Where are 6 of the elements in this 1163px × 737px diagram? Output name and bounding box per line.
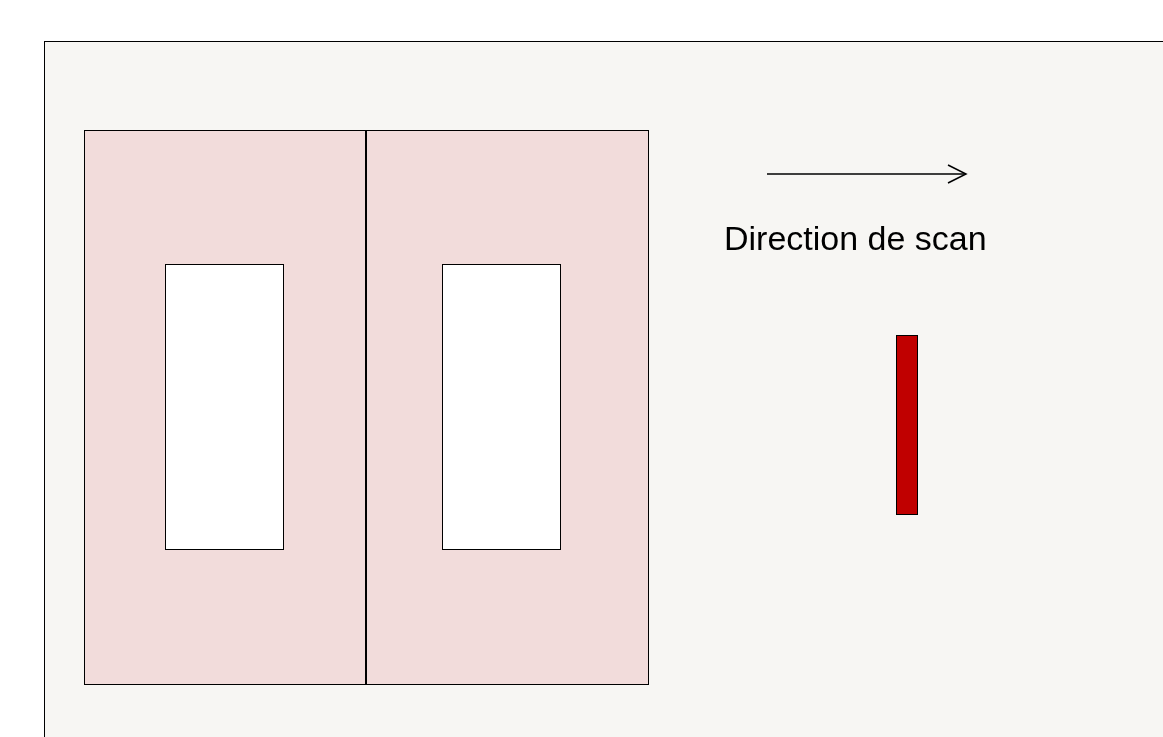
window-opening (442, 264, 561, 550)
window-opening (165, 264, 284, 550)
panel (366, 130, 649, 685)
scan-bar (896, 335, 918, 515)
caption-text: Direction de scan (724, 218, 987, 258)
panel (84, 130, 366, 685)
